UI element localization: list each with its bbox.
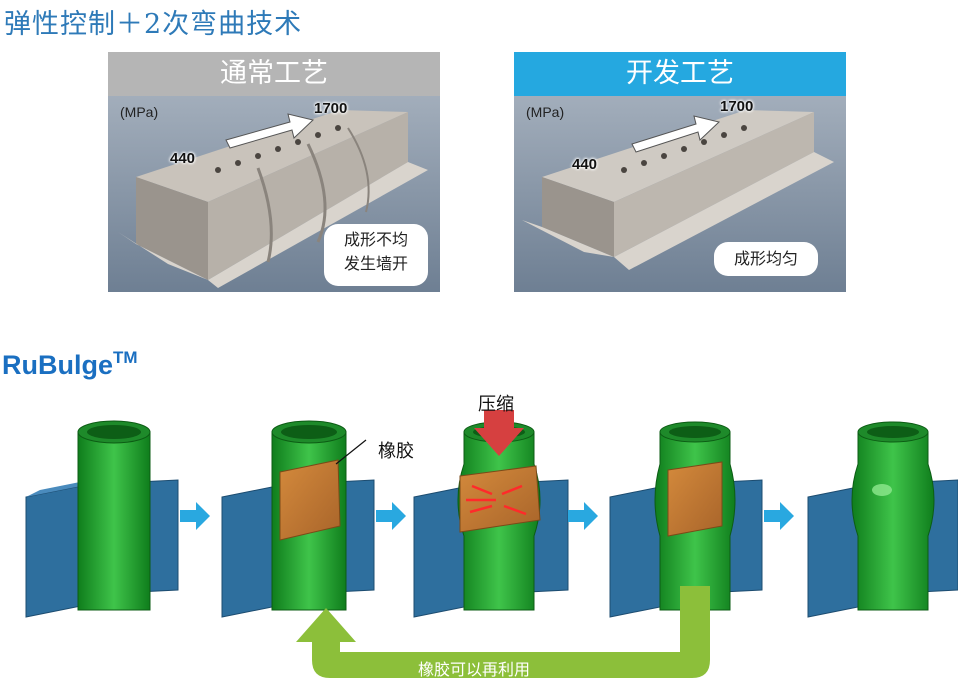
strength-low-label: 440 — [170, 150, 196, 167]
strength-high-label: 1700 — [314, 100, 348, 117]
conventional-header: 通常工艺 — [108, 52, 440, 96]
step-arrow-2 — [376, 502, 406, 530]
step-5-finished-part — [807, 421, 958, 618]
reuse-label: 橡胶可以再利用 — [418, 660, 531, 679]
step-2-rubber-inserted — [221, 420, 375, 618]
defect-callout: 成形不均 发生墙开 — [324, 224, 428, 286]
compress-label: 压缩 — [478, 394, 514, 415]
step-arrow-4 — [764, 502, 794, 530]
conventional-process-photo: 通常工艺 (MPa) 1700 440 成形不均 发生墙开 — [108, 52, 440, 292]
step-3-compression — [413, 410, 569, 618]
rubulge-title: RuBulgeTM — [2, 348, 138, 381]
defect-callout-line1: 成形不均 — [343, 230, 408, 249]
rubber-label: 橡胶 — [378, 441, 414, 462]
unit-label: (MPa) — [120, 104, 159, 120]
defect-callout-line2: 发生墙开 — [343, 254, 408, 273]
developed-process-photo: 开发工艺 (MPa) 1700 440 成形均匀 — [514, 52, 846, 292]
rubber-reuse-arrow — [296, 586, 710, 678]
step-arrow-3 — [568, 502, 598, 530]
trademark-mark: TM — [113, 348, 138, 367]
developed-header: 开发工艺 — [514, 52, 846, 96]
step-1-tube-assembly — [25, 420, 179, 618]
step-arrow-1 — [180, 502, 210, 530]
unit-label: (MPa) — [526, 104, 565, 120]
step-4-rubber-removed — [609, 421, 763, 618]
rubulge-title-text: RuBulge — [2, 350, 113, 380]
press-arrow — [474, 410, 524, 456]
strength-low-label: 440 — [572, 156, 598, 173]
page-title: 弹性控制＋2次弯曲技术 — [4, 9, 303, 40]
rubulge-process-diagram — [25, 410, 958, 678]
strength-high-label: 1700 — [720, 98, 754, 115]
uniform-callout: 成形均匀 — [714, 242, 818, 276]
